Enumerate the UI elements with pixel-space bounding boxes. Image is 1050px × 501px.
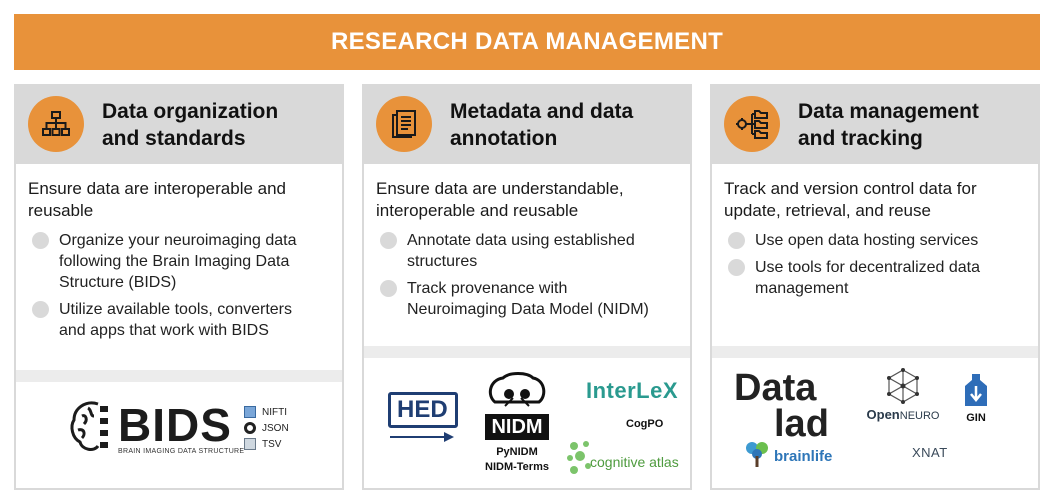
banner-title: RESEARCH DATA MANAGEMENT	[330, 28, 724, 55]
arrow-icon	[390, 432, 454, 442]
tree-icon	[746, 442, 768, 467]
card-header: Metadata and data annotation	[364, 86, 690, 164]
format-json: JSON	[244, 422, 289, 434]
card-lead: Ensure data are understandable, interope…	[376, 179, 624, 220]
bullet-list: Use open data hosting services Use tools…	[724, 230, 1030, 299]
card-title: Metadata and data annotation	[450, 100, 634, 150]
bullet-dot-icon	[728, 259, 745, 276]
bullet-dot-icon	[380, 280, 397, 297]
card-body: Ensure data are understandable, interope…	[376, 178, 682, 326]
card-body: Ensure data are interoperable and reusab…	[28, 178, 334, 347]
xnat-logo: XNAT	[912, 445, 948, 460]
interlex-logo: InterLeX	[586, 378, 679, 403]
bullet-dot-icon	[32, 301, 49, 318]
nidm-logo: NIDM PyNIDM NIDM-Terms	[472, 372, 562, 473]
folder-tree-icon	[724, 96, 780, 152]
datalad-logo: Data lad	[734, 367, 829, 445]
nidm-terms-label: NIDM-Terms	[485, 461, 549, 473]
banner: RESEARCH DATA MANAGEMENT	[14, 14, 1040, 70]
card-metadata-annotation: Metadata and data annotation Ensure data…	[362, 84, 692, 490]
brain-outline-icon	[488, 372, 546, 407]
bullet-dot-icon	[728, 232, 745, 249]
card-data-management: Data management and tracking Track and v…	[710, 84, 1040, 490]
nifti-icon	[244, 406, 256, 418]
nidm-wordmark: NIDM	[485, 414, 549, 440]
format-tsv: TSV	[244, 438, 289, 450]
format-list: NIFTI JSON TSV	[244, 406, 289, 454]
card-lead: Track and version control data for updat…	[724, 179, 977, 220]
bids-subtitle: BRAIN IMAGING DATA STRUCTURE	[118, 448, 245, 455]
card-lead: Ensure data are interoperable and reusab…	[28, 179, 287, 220]
tsv-icon	[244, 438, 256, 450]
document-icon	[376, 96, 432, 152]
card-header: Data organization and standards	[16, 86, 342, 164]
list-item: Annotate data using established structur…	[376, 230, 682, 272]
bullet-dot-icon	[380, 232, 397, 249]
hierarchy-icon	[28, 96, 84, 152]
bids-wordmark: BIDS	[118, 399, 232, 451]
dots-icon	[567, 441, 591, 474]
logo-divider	[712, 346, 1038, 358]
card-title: Data organization and standards	[102, 100, 279, 150]
card-body: Track and version control data for updat…	[724, 178, 1030, 305]
brain-icon	[70, 401, 108, 451]
logo-divider	[364, 346, 690, 358]
card-header: Data management and tracking	[712, 86, 1038, 164]
list-item: Utilize available tools, converters and …	[28, 299, 334, 341]
hed-wordmark: HED	[388, 392, 458, 428]
pynidm-label: PyNIDM	[496, 446, 538, 458]
list-item: Use open data hosting services	[724, 230, 1030, 251]
cogpo-label: CogPO	[626, 418, 664, 430]
card-title: Data management and tracking	[798, 100, 979, 150]
bottle-icon	[965, 374, 987, 406]
cognitive-atlas-label: cognitive atlas	[590, 454, 679, 470]
bullet-dot-icon	[32, 232, 49, 249]
list-item: Track provenance with Neuroimaging Data …	[376, 278, 682, 320]
bullet-list: Annotate data using established structur…	[376, 230, 682, 320]
openneuro-logo: OpenNEURO	[858, 366, 948, 424]
format-nifti: NIFTI	[244, 406, 289, 418]
logo-divider	[16, 370, 342, 382]
json-icon	[244, 422, 256, 434]
gin-logo: GIN	[956, 372, 996, 424]
list-item: Use tools for decentralized data managem…	[724, 257, 1030, 299]
hed-logo: HED	[388, 392, 458, 443]
card-data-organization: Data organization and standards Ensure d…	[14, 84, 344, 490]
bullet-list: Organize your neuroimaging data followin…	[28, 230, 334, 341]
network-icon	[887, 368, 919, 404]
list-item: Organize your neuroimaging data followin…	[28, 230, 334, 293]
